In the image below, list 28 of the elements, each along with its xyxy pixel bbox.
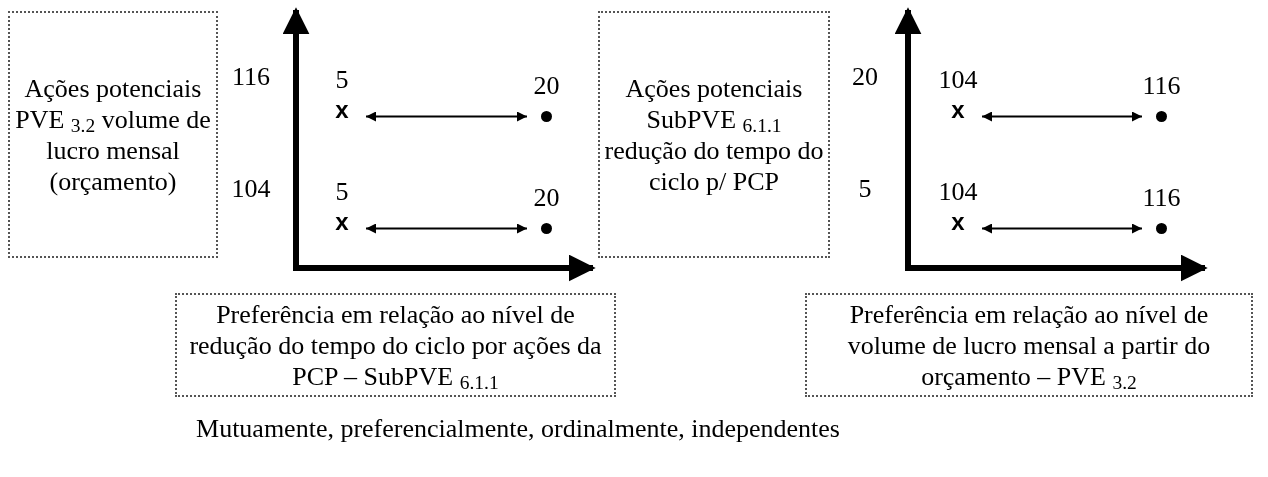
row-value-label: 116 (230, 62, 271, 92)
box-text: Ações potenciais PVE $_{3.2}$ volume de lucro mensal (orçamento) (14, 72, 212, 197)
double-arrow (981, 111, 1143, 122)
text-box (805, 293, 1253, 397)
text-box (598, 11, 830, 258)
value-label: 20 (532, 183, 561, 213)
value-label: 104 (937, 177, 979, 207)
double-arrow (981, 223, 1143, 234)
row-value-label: 104 (230, 174, 272, 204)
x-marker: x (332, 97, 352, 123)
box-text: Preferência em relação ao nível de redução do tempo do ciclo por ações da PCP – SubPVE $_{6.1.1}$ (188, 298, 603, 392)
row-value-label: 20 (851, 62, 879, 92)
row-value-label: 5 (857, 174, 873, 204)
value-label: 5 (334, 65, 350, 95)
value-label: 20 (532, 71, 561, 101)
text-box (8, 11, 218, 258)
value-label: 116 (1141, 71, 1182, 101)
value-label: 5 (334, 177, 350, 207)
x-marker: x (948, 209, 968, 235)
caption: Mutuamente, preferencialmente, ordinalmente, independentes (195, 414, 841, 444)
double-arrow (365, 111, 528, 122)
double-arrow (365, 223, 528, 234)
x-marker: x (332, 209, 352, 235)
box-text: Preferência em relação ao nível de volume de lucro mensal a partir do orçamento – PVE $_{3.2}$ (846, 298, 1212, 392)
box-text: Ações potenciais SubPVE $_{6.1.1}$ redução do tempo do ciclo p/ PCP (604, 72, 824, 197)
value-label: 104 (937, 65, 979, 95)
value-label: 116 (1141, 183, 1182, 213)
x-marker: x (948, 97, 968, 123)
